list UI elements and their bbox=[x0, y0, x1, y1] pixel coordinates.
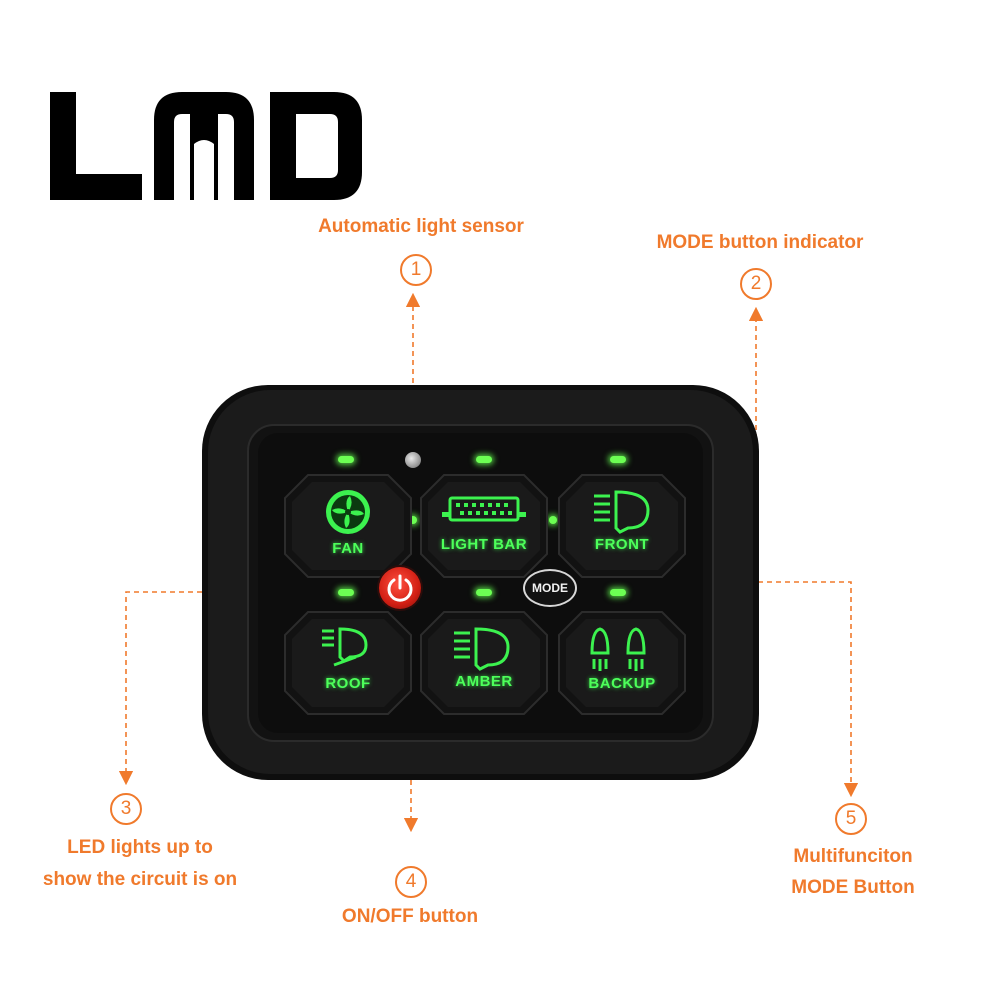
lmd-logo bbox=[50, 92, 362, 200]
indicator-led-backup bbox=[610, 589, 626, 596]
indicator-led-roof bbox=[338, 589, 354, 596]
switch-panel-housing bbox=[202, 385, 759, 780]
light-bar-button[interactable]: LIGHT BAR bbox=[420, 474, 548, 578]
fan-button-label: FAN bbox=[332, 540, 364, 557]
annotation-1-number: 1 bbox=[400, 254, 432, 286]
indicator-led-front bbox=[610, 456, 626, 463]
mode-indicator-led bbox=[549, 516, 557, 524]
annotation-2-number: 2 bbox=[740, 268, 772, 300]
backup-light-icon bbox=[590, 627, 646, 671]
light-bar-icon bbox=[442, 496, 526, 522]
annotation-4-number: 4 bbox=[395, 866, 427, 898]
light-bar-button-label: LIGHT BAR bbox=[440, 536, 528, 553]
backup-button-label: BACKUP bbox=[588, 675, 656, 692]
roof-button[interactable]: ROOF bbox=[284, 611, 412, 715]
annotation-3-label-line1: LED lights up to bbox=[67, 837, 213, 858]
button-frame bbox=[420, 474, 548, 578]
backup-button[interactable]: BACKUP bbox=[558, 611, 686, 715]
light-sensor bbox=[405, 452, 421, 468]
fan-icon bbox=[326, 490, 370, 534]
mode-button[interactable]: MODE bbox=[523, 569, 577, 607]
power-button[interactable] bbox=[379, 567, 421, 609]
annotation-3-label-line2: show the circuit is on bbox=[42, 869, 238, 890]
annotation-5-label-line1: Multifunciton bbox=[793, 846, 913, 867]
headlight-icon bbox=[594, 490, 650, 534]
annotation-5-label-line2: MODE Button bbox=[791, 877, 915, 898]
annotation-1-label: Automatic light sensor bbox=[318, 216, 524, 237]
indicator-led-fan bbox=[338, 456, 354, 463]
button-frame bbox=[420, 611, 548, 715]
front-button[interactable]: FRONT bbox=[558, 474, 686, 578]
roof-button-label: ROOF bbox=[325, 675, 371, 692]
headlight-icon bbox=[454, 627, 510, 671]
roof-light-icon bbox=[322, 627, 368, 667]
annotation-4-label: ON/OFF button bbox=[341, 906, 479, 927]
annotation-5-number: 5 bbox=[835, 803, 867, 835]
indicator-led-amber bbox=[476, 589, 492, 596]
annotation-3-number: 3 bbox=[110, 793, 142, 825]
amber-button-label: AMBER bbox=[455, 673, 513, 690]
amber-button[interactable]: AMBER bbox=[420, 611, 548, 715]
fan-button[interactable]: FAN bbox=[284, 474, 412, 578]
annotation-2-label: MODE button indicator bbox=[656, 232, 864, 253]
power-icon bbox=[387, 574, 413, 602]
button-frame bbox=[284, 611, 412, 715]
front-button-label: FRONT bbox=[594, 536, 650, 553]
indicator-led-left bbox=[409, 516, 417, 524]
indicator-led-light-bar bbox=[476, 456, 492, 463]
